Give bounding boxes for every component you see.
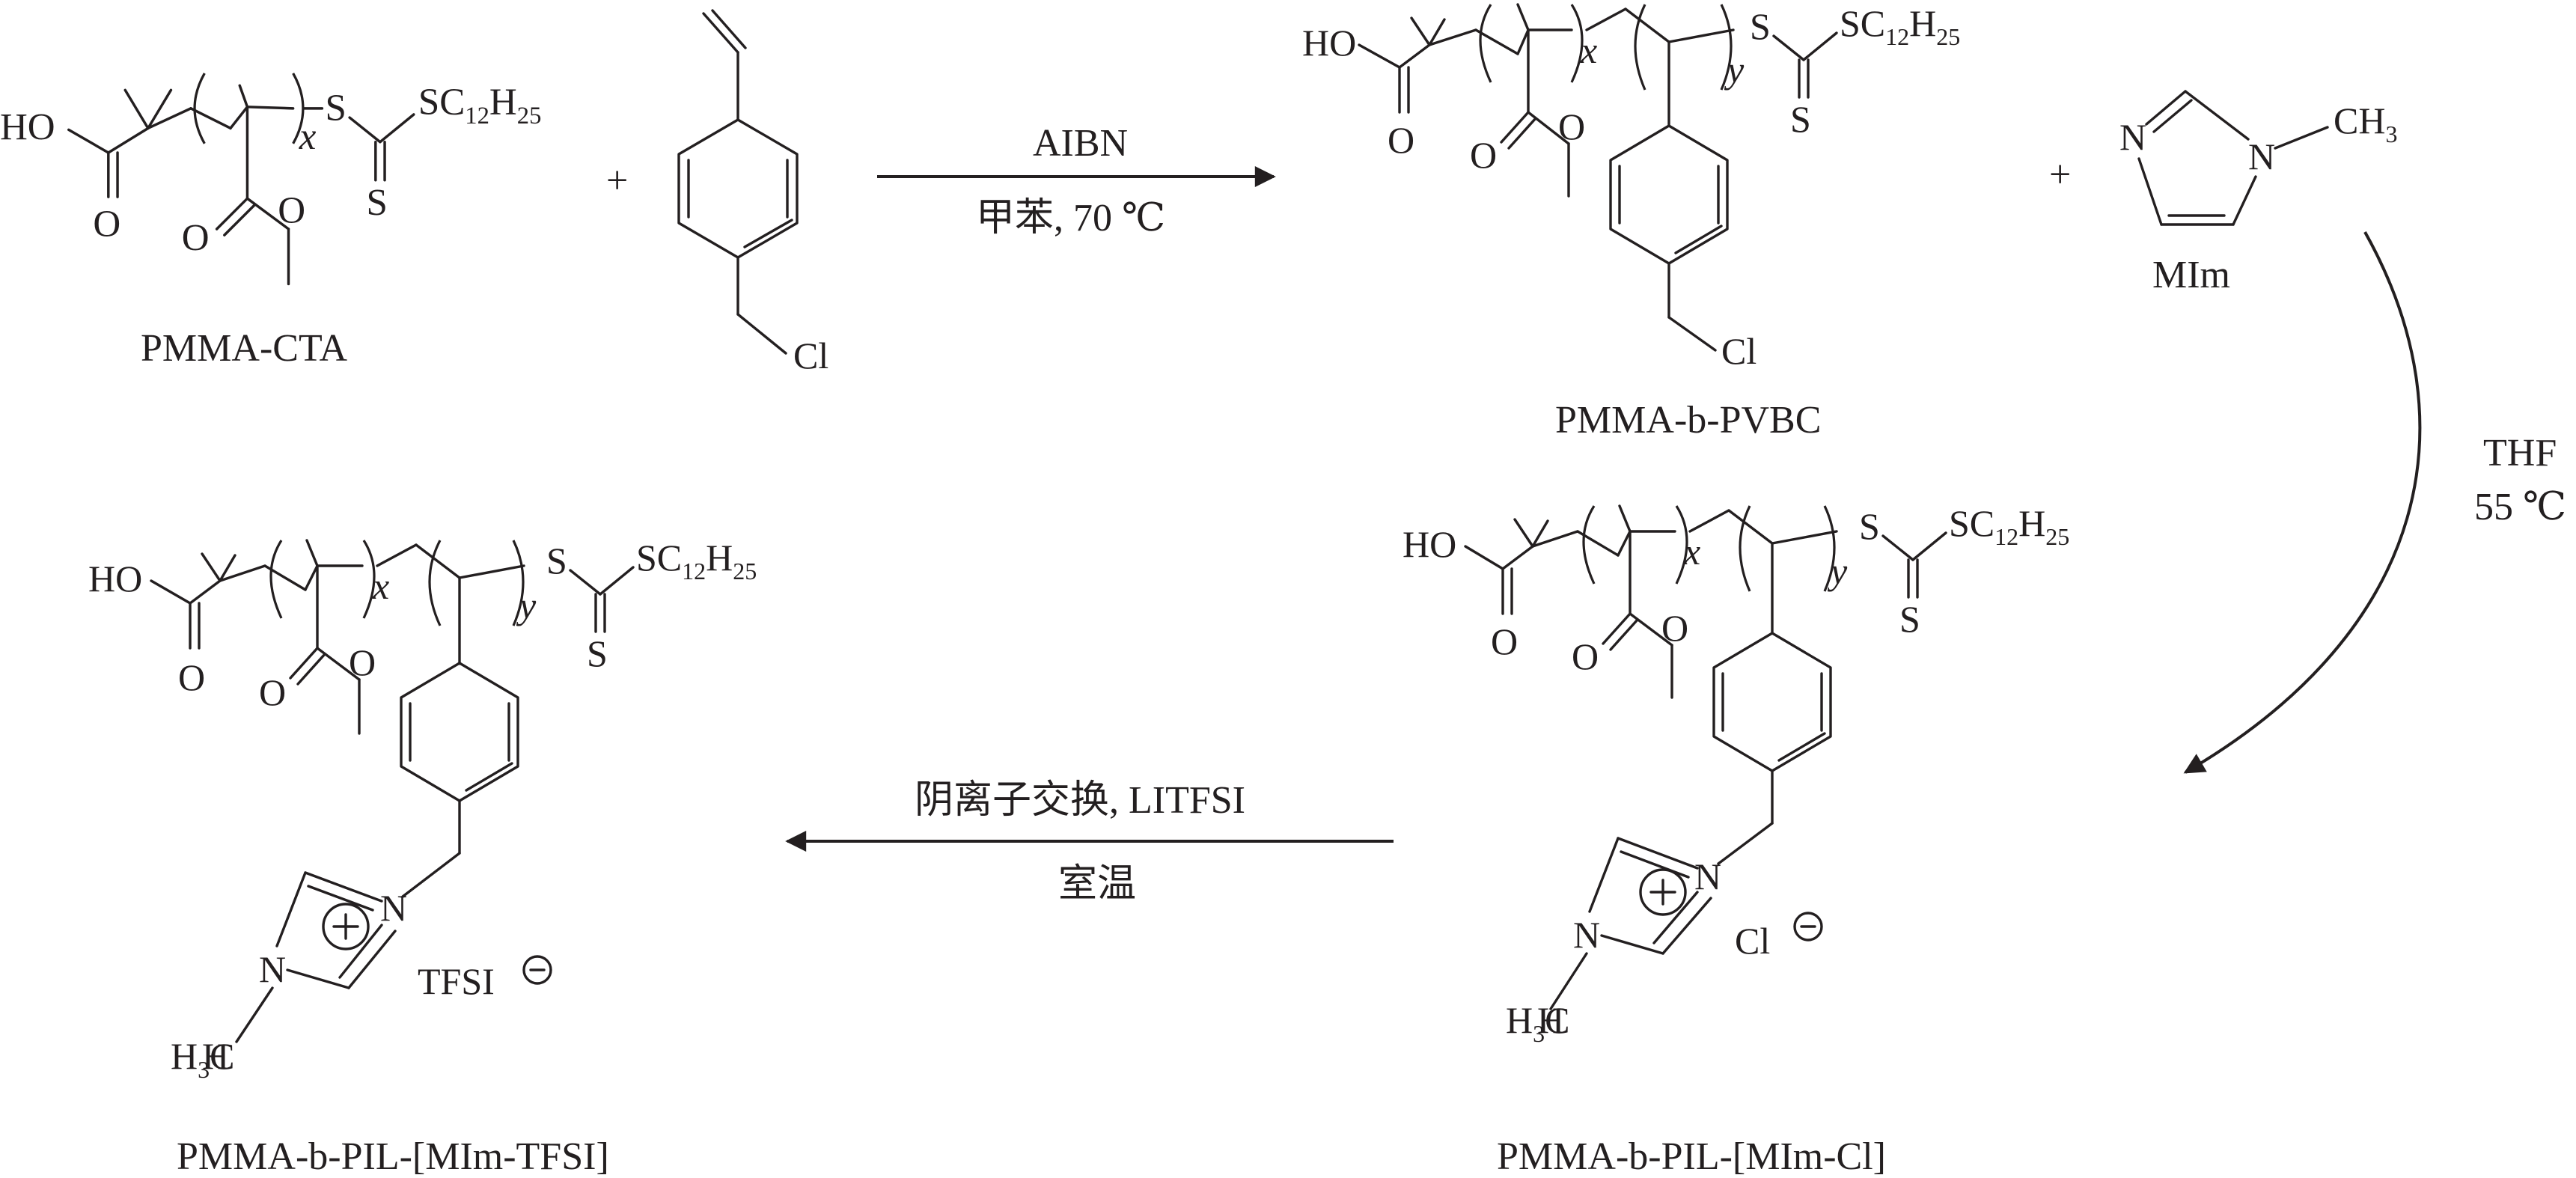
atom-s: S [587, 632, 608, 674]
group-sc12h25: SC12H25 [636, 537, 757, 585]
atom-ho: HO [88, 558, 142, 599]
reagent-aibn: AIBN [1033, 122, 1128, 165]
atom-n: N [2248, 135, 2275, 177]
temperature-55: 55 ℃ [2474, 486, 2566, 528]
group-h3c: H3CH [171, 1035, 234, 1083]
atom-n: N [1573, 914, 1600, 956]
anion-cl: Cl [1735, 920, 1770, 962]
atom-n: N [2119, 116, 2146, 158]
atom-s: S [367, 183, 388, 225]
atom-n: N [1694, 855, 1721, 897]
atom-o: O [93, 204, 120, 245]
atom-cl: Cl [1721, 330, 1756, 372]
pmma-b-pvbc-structure: HO O O O x y Cl S [1302, 2, 1960, 372]
atom-o: O [1572, 635, 1599, 677]
solvent-thf: THF [2483, 432, 2557, 474]
atom-o: O [1388, 119, 1414, 161]
label-pmma-b-pil-mim-tfsi: PMMA-b-PIL-[MIm-TFSI] [177, 1135, 609, 1178]
atom-o: O [259, 671, 286, 713]
vinylbenzyl-chloride-structure: Cl [677, 9, 828, 376]
label-pmma-cta: PMMA-CTA [141, 327, 348, 370]
group-sc12h25: SC12H25 [1949, 502, 2069, 550]
pmma-cta-structure: HO O O O x S S SC12H25 [0, 73, 541, 286]
atom-o: O [1558, 106, 1585, 147]
pmma-b-pil-mim-cl-structure: HO O O O x y N [1403, 502, 2069, 1047]
repeat-x: x [299, 116, 317, 158]
atom-n: N [259, 948, 286, 990]
atom-s: S [1859, 505, 1880, 547]
repeat-x: x [1683, 531, 1700, 573]
atom-s: S [1899, 598, 1920, 640]
conditions-room-temperature: 室温 [1058, 863, 1136, 906]
group-sc12h25: SC12H25 [418, 82, 541, 129]
atom-ho: HO [1302, 22, 1356, 64]
atom-s: S [546, 540, 567, 582]
repeat-x: x [372, 565, 389, 607]
repeat-y: y [1827, 550, 1848, 592]
repeat-x: x [1580, 29, 1597, 71]
plus-sign: + [606, 159, 628, 202]
anion-tfsi: TFSI [418, 960, 495, 1002]
atom-s: S [1790, 98, 1811, 140]
atom-s: S [1750, 5, 1771, 47]
reagent-anion-exchange-litfsi: 阴离子交换, LITFSI [915, 779, 1245, 822]
repeat-y: y [1724, 49, 1745, 91]
atom-ho: HO [1403, 523, 1456, 565]
conditions-toluene-70: 甲苯, 70 ℃ [976, 197, 1165, 239]
group-sc12h25: SC12H25 [1840, 2, 1960, 50]
atom-o: O [1470, 134, 1497, 176]
label-pmma-b-pvbc: PMMA-b-PVBC [1555, 399, 1821, 442]
label-pmma-b-pil-mim-cl: PMMA-b-PIL-[MIm-Cl] [1497, 1135, 1886, 1178]
atom-o: O [178, 656, 205, 698]
repeat-y: y [516, 585, 537, 626]
atom-cl: Cl [793, 335, 828, 376]
atom-o: O [278, 190, 305, 232]
atom-o: O [182, 218, 210, 260]
atom-o: O [1491, 620, 1518, 662]
group-h3c: H3CH [1506, 999, 1569, 1047]
pmma-b-pil-mim-tfsi-structure: HO O O O x y N [88, 537, 757, 1083]
atom-n: N [380, 887, 407, 929]
atom-ho: HO [0, 107, 55, 149]
group-ch3: CH3 [2334, 100, 2397, 147]
atom-s: S [325, 88, 346, 129]
atom-o: O [1661, 607, 1688, 649]
plus-sign: + [2049, 153, 2071, 196]
label-mim: MIm [2152, 254, 2230, 296]
mim-structure: N N CH3 [2119, 90, 2397, 226]
atom-o: O [349, 641, 376, 683]
